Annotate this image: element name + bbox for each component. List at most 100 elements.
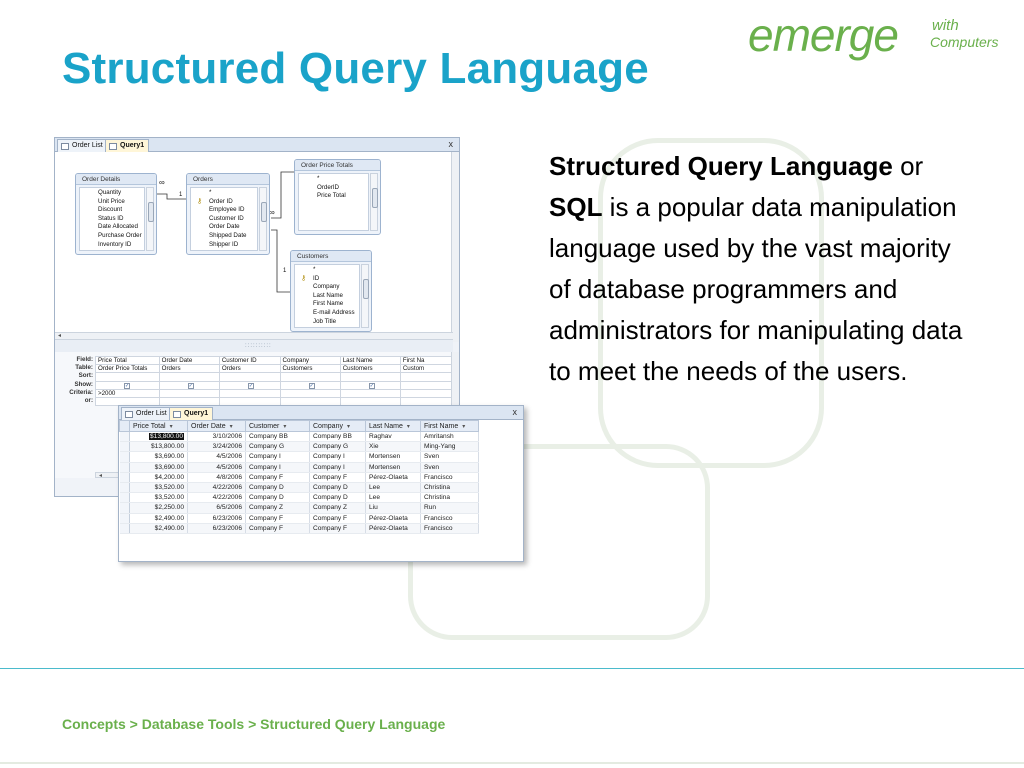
grid-cell[interactable]: [95, 372, 160, 382]
show-checkbox[interactable]: ✓: [247, 382, 254, 389]
grid-cell[interactable]: First Na: [399, 355, 459, 366]
pane-splitter[interactable]: ::::::::::: [55, 340, 453, 352]
field-list-order-price-totals[interactable]: Order Price Totals * OrderID Price Total: [294, 159, 381, 235]
table-cell[interactable]: 3/24/2006: [187, 441, 246, 453]
table-cell[interactable]: Company G: [309, 441, 366, 453]
field-list-order-details[interactable]: Order Details Quantity Unit Price Discou…: [75, 173, 157, 255]
grid-cell[interactable]: Customers: [279, 364, 341, 374]
design-vertical-scrollbar[interactable]: [451, 152, 459, 342]
row-selector[interactable]: [119, 472, 130, 483]
field-item[interactable]: Shipper ID: [209, 240, 239, 248]
table-cell[interactable]: Company Z: [245, 502, 310, 514]
row-selector[interactable]: [119, 441, 130, 453]
grid-cell[interactable]: [279, 388, 341, 398]
table-cell[interactable]: Company I: [309, 462, 366, 473]
field-item[interactable]: *: [209, 189, 212, 196]
table-cell[interactable]: Francisco: [420, 523, 479, 534]
table-cell[interactable]: 3/10/2006: [187, 431, 246, 443]
show-checkbox[interactable]: ✓: [368, 382, 375, 389]
table-cell[interactable]: 4/5/2006: [187, 462, 246, 473]
table-cell[interactable]: Mortensen: [365, 451, 421, 463]
dropdown-arrow-icon[interactable]: ▾: [169, 423, 173, 430]
show-checkbox[interactable]: ✓: [124, 382, 130, 389]
grid-cell[interactable]: Price Total: [95, 355, 160, 366]
table-cell[interactable]: Pérez-Olaeta: [365, 523, 421, 534]
field-item[interactable]: Employee ID: [209, 206, 245, 214]
field-item[interactable]: Inventory ID: [98, 240, 132, 248]
table-cell[interactable]: Company I: [245, 462, 310, 473]
grid-cell[interactable]: >2000: [95, 388, 160, 398]
grid-cell[interactable]: Customer ID: [218, 355, 281, 366]
field-item[interactable]: ⚷Order ID: [197, 198, 257, 207]
row-selector[interactable]: [119, 431, 130, 443]
field-list-scrollbar[interactable]: [361, 264, 369, 328]
show-checkbox[interactable]: ✓: [187, 382, 194, 389]
field-list-customers[interactable]: Customers * ⚷ID Company Last Name First …: [290, 250, 372, 332]
field-item[interactable]: ⚷ID: [301, 275, 359, 284]
table-cell[interactable]: Christina: [420, 482, 479, 494]
table-cell[interactable]: 6/23/2006: [187, 513, 246, 524]
tab-query1[interactable]: Query1: [169, 407, 214, 420]
field-item[interactable]: *: [317, 175, 320, 182]
field-item[interactable]: Status ID: [98, 214, 124, 222]
tab-order-list[interactable]: Order List: [121, 407, 172, 420]
field-item[interactable]: First Name: [313, 300, 344, 308]
table-cell[interactable]: Company D: [309, 482, 366, 494]
column-header[interactable]: Company▾: [309, 420, 366, 432]
table-cell[interactable]: Company F: [309, 523, 366, 534]
design-horizontal-scrollbar[interactable]: ◂: [55, 332, 453, 340]
table-cell[interactable]: Company D: [245, 482, 310, 494]
table-cell[interactable]: 6/5/2006: [187, 502, 246, 514]
table-cell[interactable]: Lee: [365, 482, 421, 494]
table-cell[interactable]: Company F: [309, 472, 366, 483]
table-cell[interactable]: Sven: [420, 451, 479, 463]
table-cell[interactable]: Ming-Yang: [420, 441, 479, 453]
field-list-scrollbar[interactable]: [259, 187, 267, 251]
grid-cell[interactable]: [399, 372, 459, 382]
table-cell[interactable]: Xie: [365, 441, 421, 453]
table-cell[interactable]: $4,200.00: [129, 472, 188, 483]
field-item[interactable]: Date Allocated: [98, 223, 138, 231]
table-cell[interactable]: $2,490.00: [129, 523, 188, 534]
table-cell[interactable]: Raghav: [365, 431, 421, 443]
field-item[interactable]: E-mail Address: [313, 308, 355, 316]
grid-cell[interactable]: [158, 388, 220, 398]
table-cell[interactable]: $3,520.00: [129, 482, 188, 494]
show-checkbox[interactable]: ✓: [308, 382, 315, 389]
table-cell[interactable]: Liu: [365, 502, 421, 514]
field-list-scrollbar[interactable]: [146, 187, 154, 251]
field-item[interactable]: Company: [313, 283, 340, 291]
table-cell[interactable]: $2,490.00: [129, 513, 188, 524]
table-cell[interactable]: Sven: [420, 462, 479, 473]
grid-cell[interactable]: Order Date: [158, 355, 220, 366]
grid-cell[interactable]: Orders: [218, 364, 281, 374]
field-list-orders[interactable]: Orders * ⚷Order ID Employee ID Customer …: [186, 173, 270, 255]
column-header[interactable]: Customer▾: [245, 420, 310, 432]
table-cell[interactable]: Company D: [245, 492, 310, 504]
table-cell[interactable]: Company BB: [309, 431, 366, 443]
row-selector[interactable]: [119, 502, 130, 514]
table-cell[interactable]: Company BB: [245, 431, 310, 443]
row-selector[interactable]: [119, 513, 130, 524]
table-cell[interactable]: Company F: [245, 523, 310, 534]
column-header[interactable]: Last Name▾: [365, 420, 421, 432]
table-cell[interactable]: Company I: [309, 451, 366, 463]
grid-cell[interactable]: Customers: [339, 364, 401, 374]
table-cell[interactable]: Company F: [245, 513, 310, 524]
grid-cell[interactable]: [279, 372, 341, 382]
field-item[interactable]: Price Total: [317, 192, 346, 200]
column-header[interactable]: First Name▾: [420, 420, 479, 432]
table-cell[interactable]: Company Z: [309, 502, 366, 514]
row-selector[interactable]: [119, 482, 130, 494]
dropdown-arrow-icon[interactable]: ▾: [346, 423, 350, 430]
close-icon[interactable]: x: [512, 407, 518, 417]
grid-cell[interactable]: [339, 372, 401, 382]
field-item[interactable]: Job Title: [313, 317, 337, 325]
column-header[interactable]: Order Date▾: [187, 420, 246, 432]
table-cell[interactable]: 4/8/2006: [187, 472, 246, 483]
table-cell[interactable]: Lee: [365, 492, 421, 504]
